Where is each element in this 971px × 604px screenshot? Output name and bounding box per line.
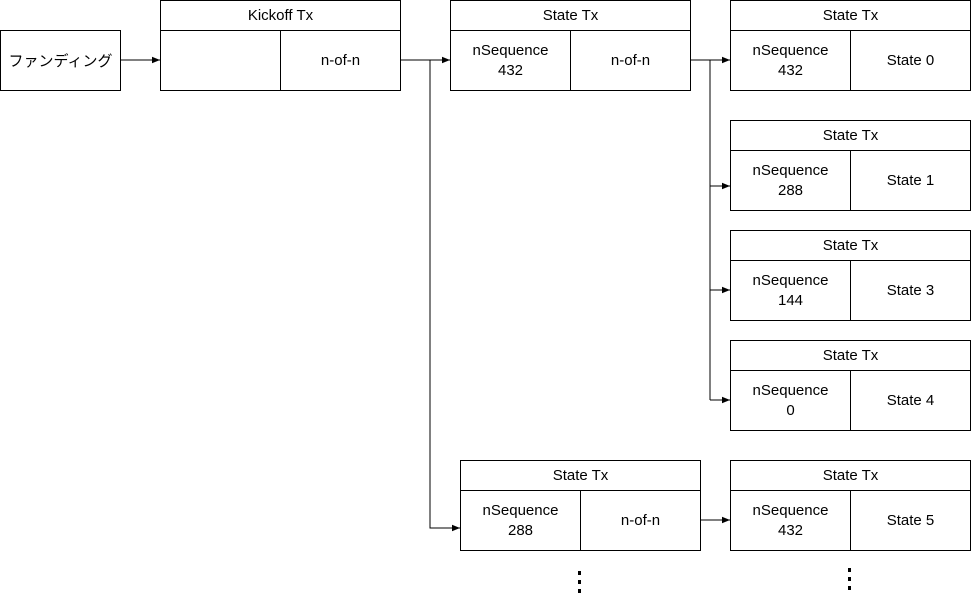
sequence-label: nSequence (482, 501, 559, 519)
sequence-label: nSequence (752, 501, 829, 519)
state-tx-title: State Tx (731, 461, 970, 491)
state-tx-title: State Tx (731, 1, 970, 31)
state-tx-lower-title: State Tx (461, 461, 700, 491)
kickoff-tx-output: n-of-n (320, 52, 361, 69)
sequence-value: 0 (786, 401, 795, 419)
sequence-label: nSequence (752, 271, 829, 289)
funding-label: ファンディング (8, 53, 113, 70)
state-label: State 0 (886, 52, 935, 69)
kickoff-tx-left-cell (161, 31, 281, 90)
state-tx-sequence: nSequence 288 (731, 151, 851, 210)
state-tx-3: State Tx nSequence 144 State 3 (730, 230, 971, 321)
state-label: State 3 (886, 282, 935, 299)
arrow-kickoff-to-state-lower (429, 60, 460, 532)
state-tx-5: State Tx nSequence 432 State 5 (730, 460, 971, 551)
sequence-label: nSequence (752, 161, 829, 179)
state-tx-main-output: n-of-n (610, 52, 651, 69)
sequence-value: 288 (507, 521, 534, 539)
state-tx-sequence: nSequence 0 (731, 371, 851, 430)
state-tx-main: State Tx nSequence 432 n-of-n (450, 0, 691, 91)
state-label: State 1 (886, 172, 935, 189)
sequence-label: nSequence (752, 381, 829, 399)
funding-box: ファンディング (0, 30, 121, 91)
state-tx-0: State Tx nSequence 432 State 0 (730, 0, 971, 91)
sequence-label: nSequence (472, 41, 549, 59)
state-tx-main-title: State Tx (451, 1, 690, 31)
state-label: State 5 (886, 512, 935, 529)
state-tx-title: State Tx (731, 231, 970, 261)
state-tx-title: State Tx (731, 341, 970, 371)
sequence-value: 288 (777, 181, 804, 199)
state-tx-lower: State Tx nSequence 288 n-of-n (460, 460, 701, 551)
sequence-value: 144 (777, 291, 804, 309)
vertical-ellipsis-icon (848, 568, 852, 595)
vertical-ellipsis-icon (578, 571, 582, 598)
state-label: State 4 (886, 392, 935, 409)
kickoff-tx-title: Kickoff Tx (161, 1, 400, 31)
state-tx-4: State Tx nSequence 0 State 4 (730, 340, 971, 431)
sequence-value: 432 (497, 61, 524, 79)
state-tx-lower-output: n-of-n (620, 512, 661, 529)
state-tx-sequence: nSequence 432 (731, 491, 851, 550)
state-tx-sequence: nSequence 432 (731, 31, 851, 90)
sequence-value: 432 (777, 521, 804, 539)
state-tx-main-sequence: nSequence 432 (451, 31, 571, 90)
sequence-label: nSequence (752, 41, 829, 59)
state-tx-1: State Tx nSequence 288 State 1 (730, 120, 971, 211)
kickoff-tx: Kickoff Tx n-of-n (160, 0, 401, 91)
state-tx-lower-sequence: nSequence 288 (461, 491, 581, 550)
state-tx-title: State Tx (731, 121, 970, 151)
sequence-value: 432 (777, 61, 804, 79)
state-tx-sequence: nSequence 144 (731, 261, 851, 320)
